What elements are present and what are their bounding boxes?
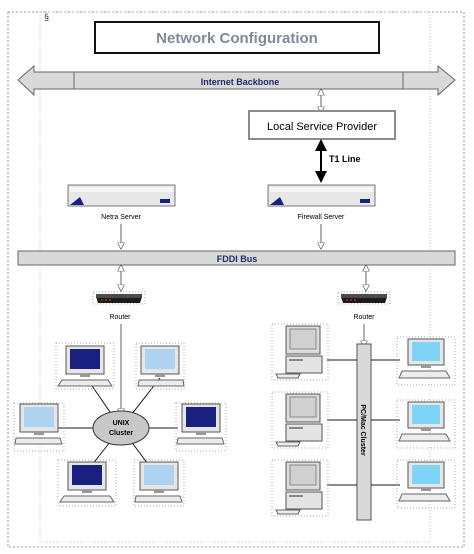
pc-tower-top [271,323,329,381]
inner-frame [39,11,431,543]
firewall-label: Firewall Server [298,214,345,221]
fddi-bus [17,250,456,266]
pc-cluster-bus [356,343,372,521]
unix-workstation-right [175,402,227,452]
pc-tower-bottom [271,459,329,517]
page-title: Network Configuration [156,30,318,47]
provider-label: Local Service Provider [267,121,377,133]
router-left [92,291,146,305]
provider-box [248,110,396,140]
unix-cluster-label-line1: UNIX [113,420,130,427]
backbone-label: Internet Backbone [201,77,280,87]
router-left-label: Router [109,314,131,321]
router-right [337,291,391,305]
unix-cluster-node [92,410,150,446]
pc-monitor-middle [396,399,456,449]
unix-workstation-top-left [55,342,115,390]
pc-cluster-label: PC/Mac Cluster [359,404,366,456]
pc-tower-middle [271,391,329,449]
fddi-bus-label: FDDI Bus [217,254,258,264]
pc-monitor-bottom [396,459,456,509]
corner-mark: § [44,12,49,22]
unix-workstation-bottom-left [57,459,117,507]
unix-cluster-label-line2: Cluster [109,430,133,437]
title-box [94,21,380,54]
t1-label: T1 Line [329,154,361,164]
t1-arrow [315,139,327,183]
router-right-label: Router [353,314,375,321]
netra-label: Netra Server [101,214,141,221]
pc-monitor-top [396,336,456,386]
unix-workstation-top-right [135,342,185,390]
unix-workstation-left [13,402,65,452]
firewall-server [267,184,376,207]
backbone-arrow [17,64,456,97]
netra-server [67,184,176,207]
pc-cluster-spokes [327,359,400,486]
unix-workstation-bottom-right [133,459,185,507]
